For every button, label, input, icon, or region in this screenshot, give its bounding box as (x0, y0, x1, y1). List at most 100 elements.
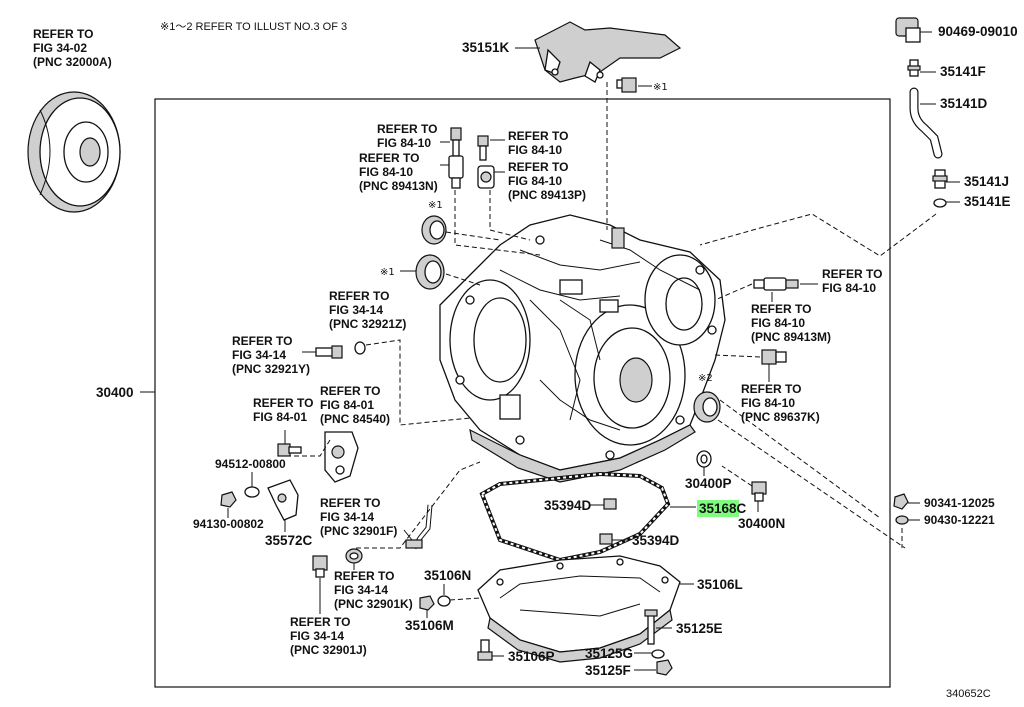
highlight-35168c (697, 500, 739, 517)
ref-84-01-l1: REFER TO (253, 396, 313, 410)
union-32901k-drawing (345, 548, 363, 564)
ref-32901f-l1: REFER TO (320, 496, 380, 510)
ref-sensor-n-b-l3: (PNC 89413N) (359, 179, 438, 193)
part-35106l[interactable]: 35106L (697, 577, 743, 592)
hose-fitting-35141f-drawing (907, 59, 921, 77)
ref-sensor-p-a-l1: REFER TO (508, 129, 568, 143)
ref-32921z-l1: REFER TO (329, 289, 389, 303)
ref-32921y-l2: FIG 34-14 (232, 348, 286, 362)
header-note: ※1～2 REFER TO ILLUST NO.3 OF 3 (160, 21, 347, 33)
ref-89637k-l2: FIG 84-10 (741, 396, 795, 410)
bolt-35106p-drawing (477, 639, 493, 661)
ref-sensor-p-b-l1: REFER TO (508, 160, 568, 174)
ref-torque-converter-l1: REFER TO (33, 27, 93, 41)
magnet-35394d-b-drawing (599, 533, 613, 545)
speed-sensor-n-drawing (448, 127, 464, 189)
part-35106n[interactable]: 35106N (424, 568, 471, 583)
part-35141e[interactable]: 35141E (964, 194, 1011, 209)
part-30400[interactable]: 30400 (96, 385, 134, 400)
plug-35125f-drawing (656, 659, 673, 676)
part-94512-00800[interactable]: 94512-00800 (215, 457, 286, 471)
ref-84-01-l2: FIG 84-01 (253, 410, 307, 424)
ref-84-10-right-l1: REFER TO (822, 267, 882, 281)
pipe-32901f-drawing (405, 504, 433, 550)
ref-sensor-n-b-l2: FIG 84-10 (359, 165, 413, 179)
part-94130-00802[interactable]: 94130-00802 (193, 517, 264, 531)
washer-94512-drawing (244, 486, 260, 498)
part-35106m[interactable]: 35106M (405, 618, 454, 633)
ref-32901j-l3: (PNC 32901J) (290, 643, 367, 657)
ref-torque-converter-l3: (PNC 32000A) (33, 55, 112, 69)
sensor-32921z-drawing (354, 341, 366, 355)
bolt-84-01-drawing (277, 443, 302, 457)
part-35125f[interactable]: 35125F (585, 663, 631, 678)
part-35168c[interactable]: 35168C (699, 501, 747, 516)
ref-89637k-l1: REFER TO (741, 382, 801, 396)
ref-89413m-l1: REFER TO (751, 302, 811, 316)
part-90430-12221[interactable]: 90430-12221 (924, 513, 995, 527)
part-35106p[interactable]: 35106P (508, 649, 555, 664)
breather-plug-drawing (895, 17, 921, 43)
union-35141j-drawing (932, 169, 948, 189)
marker-m1-seal2: ※1 (380, 267, 395, 278)
breather-hose-35141d-drawing (909, 87, 943, 159)
speed-sensor-p-drawing (477, 135, 495, 189)
ref-32901k-l3: (PNC 32901K) (334, 597, 413, 611)
ref-sensor-n-b-l1: REFER TO (359, 151, 419, 165)
neutral-switch-drawing (324, 431, 359, 483)
part-30400p[interactable]: 30400P (685, 476, 732, 491)
plug-35106m-drawing (419, 595, 435, 611)
bracket-35151k-drawing (534, 21, 682, 83)
ref-torque-converter-l2: FIG 34-02 (33, 41, 87, 55)
part-35394d-b[interactable]: 35394D (632, 533, 680, 548)
gasket-35125g-drawing (651, 649, 665, 659)
illustration-number: 340652C (946, 688, 991, 700)
ref-sensor-n-a-l2: FIG 84-10 (377, 136, 431, 150)
part-35125g[interactable]: 35125G (585, 646, 633, 661)
ref-32901k-l1: REFER TO (334, 569, 394, 583)
part-90341-12025[interactable]: 90341-12025 (924, 496, 995, 510)
assembly-frame (154, 98, 891, 688)
oil-seal-m2-drawing (693, 391, 721, 423)
ref-84540-l3: (PNC 84540) (320, 412, 390, 426)
part-35141j[interactable]: 35141J (964, 174, 1009, 189)
part-35151k[interactable]: 35151K (462, 40, 510, 55)
ref-32921z-l2: FIG 34-14 (329, 303, 383, 317)
ref-32901f-l2: FIG 34-14 (320, 510, 374, 524)
ref-32901k-l2: FIG 34-14 (334, 583, 388, 597)
ref-84540-l1: REFER TO (320, 384, 380, 398)
ref-89413m-l3: (PNC 89413M) (751, 330, 831, 344)
marker-m1-top: ※1 (653, 82, 668, 93)
ref-84540-l2: FIG 84-01 (320, 398, 374, 412)
torque-converter-drawing (27, 91, 121, 213)
ref-89413m-l2: FIG 84-10 (751, 316, 805, 330)
gasket-35106n-drawing (437, 595, 451, 607)
sensor-89413m-drawing (753, 277, 799, 291)
ref-32921y-l3: (PNC 32921Y) (232, 362, 310, 376)
ref-32901j-l1: REFER TO (290, 615, 350, 629)
bolt-90341-drawing (893, 493, 909, 510)
part-35572c[interactable]: 35572C (265, 533, 313, 548)
lever-35572c-drawing (267, 479, 299, 521)
part-35125e[interactable]: 35125E (676, 621, 723, 636)
marker-m2: ※2 (698, 373, 713, 384)
plug-30400n-drawing (751, 481, 767, 502)
part-35394d-a[interactable]: 35394D (544, 498, 592, 513)
sensor-89637k-drawing (761, 349, 787, 365)
part-30400n[interactable]: 30400N (738, 516, 785, 531)
ref-sensor-p-b-l3: (PNC 89413P) (508, 188, 586, 202)
gasket-35168c-drawing (479, 471, 671, 563)
transaxle-case-drawing (439, 214, 726, 483)
part-35141f[interactable]: 35141F (940, 64, 986, 79)
plug-32901j-drawing (312, 555, 328, 578)
ref-89637k-l3: (PNC 89637K) (741, 410, 820, 424)
marker-m1-seal: ※1 (428, 200, 443, 211)
ref-32921y-l1: REFER TO (232, 334, 292, 348)
nut-94130-drawing (220, 491, 237, 508)
part-35141d[interactable]: 35141D (940, 96, 988, 111)
magnet-35394d-a-drawing (603, 498, 617, 510)
ref-sensor-n-a-l1: REFER TO (377, 122, 437, 136)
part-90469-09010[interactable]: 90469-09010 (938, 24, 1018, 39)
